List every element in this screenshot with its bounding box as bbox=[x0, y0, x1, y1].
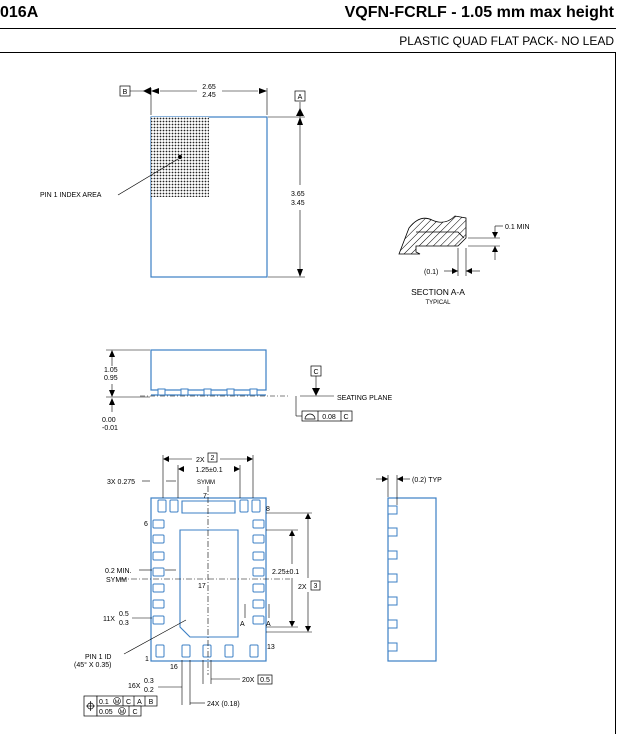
side-view: 1.05 0.95 0.00 -0.01 C SEATING PLANE 0.0… bbox=[102, 349, 392, 432]
pin-6: 6 bbox=[144, 521, 148, 528]
position-tolerance: 0.1 M C A B 0.05 M C bbox=[83, 695, 158, 717]
tol1-value: 0.1 bbox=[99, 699, 109, 706]
bottom-leads-left bbox=[152, 519, 165, 625]
pin1-index-label: PIN 1 INDEX AREA bbox=[40, 192, 102, 199]
tol1-datum-a: A bbox=[137, 699, 142, 706]
pin-8: 8 bbox=[266, 506, 270, 513]
width-max: 2.65 bbox=[202, 84, 216, 91]
section-subtitle: TYPICAL bbox=[425, 300, 451, 306]
flatness-value: 0.08 bbox=[322, 414, 336, 421]
end-typ-label: (0.2) TYP bbox=[412, 477, 442, 484]
tol1-datum-c: C bbox=[126, 699, 131, 706]
right-2x-label: 2X bbox=[298, 584, 307, 591]
right-2x-value: 3 bbox=[314, 583, 318, 590]
drawing-frame bbox=[0, 52, 616, 734]
seating-plane-label: SEATING PLANE bbox=[337, 395, 392, 402]
eleven-x-label: 11X bbox=[103, 616, 115, 623]
top-view: PIN 1 INDEX AREA 2.65 2.45 B 3.65 3.45 A bbox=[40, 84, 306, 278]
bottom-leads-bottom bbox=[155, 644, 259, 658]
standoff-min: -0.01 bbox=[102, 425, 118, 432]
pin1-id-label: PIN 1 ID bbox=[85, 654, 111, 661]
thermal-pad bbox=[179, 529, 239, 638]
twenty-x-label: 20X bbox=[242, 677, 255, 684]
package-subtitle: PLASTIC QUAD FLAT PACK- NO LEAD bbox=[399, 34, 614, 48]
pin1-id-sub: (45° X 0.35) bbox=[74, 661, 111, 669]
tol2-modifier: M bbox=[120, 710, 125, 716]
pin-1: 1 bbox=[145, 656, 149, 663]
datum-a: A bbox=[298, 94, 303, 101]
span-2x-value: 2 bbox=[211, 455, 215, 462]
document-code: 016A bbox=[0, 4, 39, 21]
end-leads bbox=[387, 505, 398, 652]
twenty-four-x-label: 24X (0.18) bbox=[207, 701, 240, 708]
section-body bbox=[398, 215, 467, 255]
pin-16: 16 bbox=[170, 664, 178, 671]
width-min: 2.45 bbox=[202, 92, 216, 99]
symm-left-label: SYMM bbox=[106, 577, 127, 584]
eleven-x-lo: 0.3 bbox=[119, 620, 129, 627]
sixteen-x-label: 16X bbox=[128, 683, 141, 690]
end-view: (0.2) TYP bbox=[376, 475, 442, 662]
min02-label: 0.2 MIN. bbox=[105, 568, 132, 575]
flatness-datum: C bbox=[343, 414, 348, 421]
three-x-label: 3X 0.275 bbox=[107, 479, 135, 486]
tol1-modifier: M bbox=[115, 700, 120, 706]
sixteen-x-lo: 0.2 bbox=[144, 687, 154, 694]
tol1-datum-b: B bbox=[149, 699, 154, 706]
side-height-min: 0.95 bbox=[104, 375, 118, 382]
section-ref-label: (0.1) bbox=[424, 269, 438, 276]
symm-top-label: SYMM bbox=[197, 480, 215, 486]
section-a-right: A bbox=[266, 621, 271, 628]
span-2x-label: 2X bbox=[196, 457, 205, 464]
package-outline-side bbox=[150, 349, 267, 391]
tol2-value: 0.05 bbox=[99, 709, 113, 716]
side-height-max: 1.05 bbox=[104, 367, 118, 374]
pitch-label: 1.25±0.1 bbox=[195, 467, 222, 474]
twenty-x-value: 0.5 bbox=[260, 677, 270, 684]
eleven-x-hi: 0.5 bbox=[119, 611, 129, 618]
pin1-leader bbox=[117, 158, 179, 196]
tol2-datum-c: C bbox=[132, 709, 137, 716]
section-min-label: 0.1 MIN bbox=[505, 224, 530, 231]
datum-b: B bbox=[123, 89, 128, 96]
bottom-leads-right bbox=[252, 519, 265, 625]
pin-17: 17 bbox=[198, 583, 206, 590]
datum-c: C bbox=[313, 369, 318, 376]
sixteen-x-hi: 0.3 bbox=[144, 678, 154, 685]
pin-7: 7 bbox=[203, 493, 207, 500]
pin-13: 13 bbox=[267, 644, 275, 651]
package-title: VQFN-FCRLF - 1.05 mm max height bbox=[344, 4, 614, 21]
side-leads bbox=[157, 388, 258, 396]
pin1-dot bbox=[178, 155, 182, 159]
section-a-left: A bbox=[240, 621, 245, 628]
bottom-view: 2X 2 1.25±0.1 SYMM 3X 0.275 6 7 8 17 1 1… bbox=[74, 452, 321, 717]
section-title: SECTION A-A bbox=[411, 287, 465, 297]
height-min: 3.45 bbox=[291, 200, 305, 207]
bottom-leads-top bbox=[157, 499, 261, 513]
section-a-a: 0.1 MIN (0.1) SECTION A-A TYPICAL bbox=[398, 215, 530, 306]
standoff-max: 0.00 bbox=[102, 417, 116, 424]
right-dim-label: 2.25±0.1 bbox=[272, 569, 299, 576]
flatness-frame bbox=[301, 410, 353, 422]
header-rule bbox=[0, 28, 616, 29]
height-max: 3.65 bbox=[291, 191, 305, 198]
